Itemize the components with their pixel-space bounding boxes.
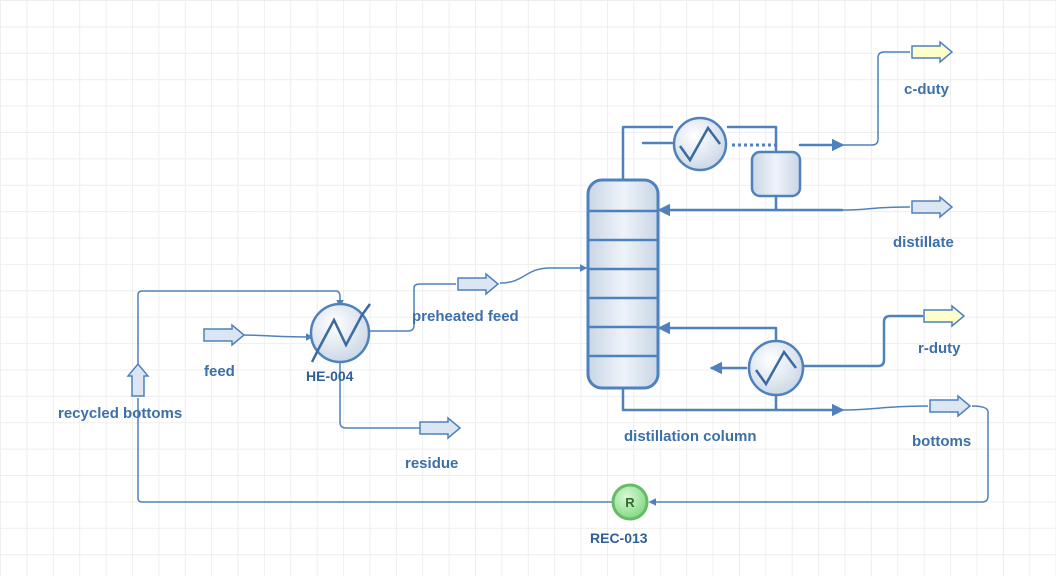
c-duty-line[interactable] xyxy=(842,51,910,146)
feed-stream-icon[interactable] xyxy=(203,323,246,347)
residue-stream-icon[interactable] xyxy=(419,416,462,440)
bottoms-stream-icon[interactable] xyxy=(929,394,972,418)
c-duty-label: c-duty xyxy=(904,81,950,98)
preheated-feed-stream-icon[interactable] xyxy=(457,272,500,296)
heat-exchanger-icon[interactable] xyxy=(309,302,372,364)
preheated-feed-line-a[interactable] xyxy=(370,283,456,332)
he-004-label: HE-004 xyxy=(306,368,354,384)
r-duty-stream-icon[interactable] xyxy=(923,304,966,328)
recycle-symbol-letter: R xyxy=(625,495,635,510)
c-duty-stream-icon[interactable] xyxy=(911,40,954,64)
condenser-icon[interactable] xyxy=(672,116,728,172)
bottoms-line-b[interactable] xyxy=(841,405,929,411)
preheated-feed-label: preheated feed xyxy=(412,308,519,325)
residue-label: residue xyxy=(405,455,458,472)
r-duty-line[interactable] xyxy=(802,314,924,368)
preheated-feed-line-b[interactable] xyxy=(499,264,588,284)
distillate-line[interactable] xyxy=(841,206,911,211)
distillate-label: distillate xyxy=(893,234,954,251)
recycle-loop-left[interactable] xyxy=(137,398,612,503)
rec-013-label: REC-013 xyxy=(590,530,648,546)
residue-line[interactable] xyxy=(339,360,420,429)
recycled-bottoms-label: recycled bottoms xyxy=(58,405,182,422)
recycle-loop-right[interactable] xyxy=(648,405,989,506)
distillation-column-label: distillation column xyxy=(624,428,757,445)
recycle-block-icon[interactable]: R xyxy=(611,483,649,521)
recycled-bottoms-stream-icon[interactable] xyxy=(126,362,150,397)
recycled-bottoms-line[interactable] xyxy=(137,290,344,366)
overhead-vapor-line[interactable] xyxy=(621,125,674,182)
distillation-column-icon[interactable] xyxy=(586,178,660,390)
feed-label: feed xyxy=(204,363,235,380)
condenser-to-drum-line[interactable] xyxy=(726,125,778,154)
feed-line[interactable] xyxy=(241,333,314,341)
r-duty-label: r-duty xyxy=(918,340,961,357)
distillate-stream-icon[interactable] xyxy=(911,195,954,219)
reflux-drum-icon[interactable] xyxy=(750,150,802,198)
column-bottom-line[interactable] xyxy=(621,386,778,412)
bottoms-label: bottoms xyxy=(912,433,971,450)
reboiler-icon[interactable] xyxy=(747,339,805,397)
